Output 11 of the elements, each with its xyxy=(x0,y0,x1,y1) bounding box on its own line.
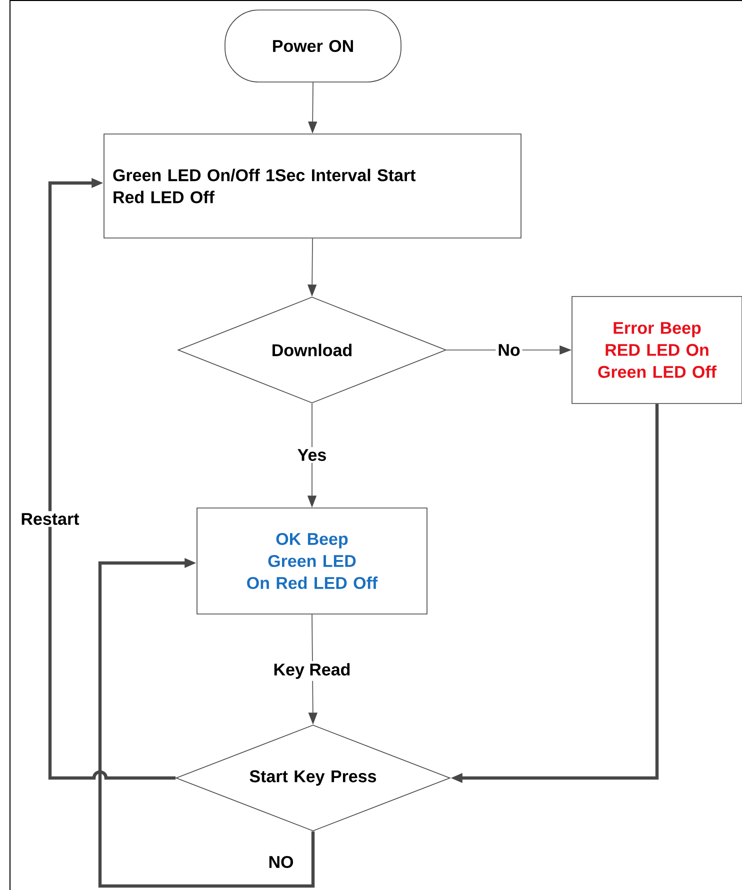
edge-label: Restart xyxy=(18,511,82,527)
arrow xyxy=(48,178,176,780)
edge-label: Yes xyxy=(295,447,329,463)
arrow xyxy=(98,558,315,888)
edge-label: No xyxy=(496,342,522,358)
edge-label: Key Read xyxy=(271,661,353,681)
process-box: Error Beep RED LED On Green LED Off xyxy=(572,296,742,404)
edge-label: NO xyxy=(269,856,294,868)
process-box: OK Beep Green LED On Red LED Off xyxy=(196,508,428,614)
start-terminal: Power ON xyxy=(224,10,402,82)
process-box: Green LED On/Off 1Sec Interval Start Red LED Off xyxy=(104,134,522,238)
